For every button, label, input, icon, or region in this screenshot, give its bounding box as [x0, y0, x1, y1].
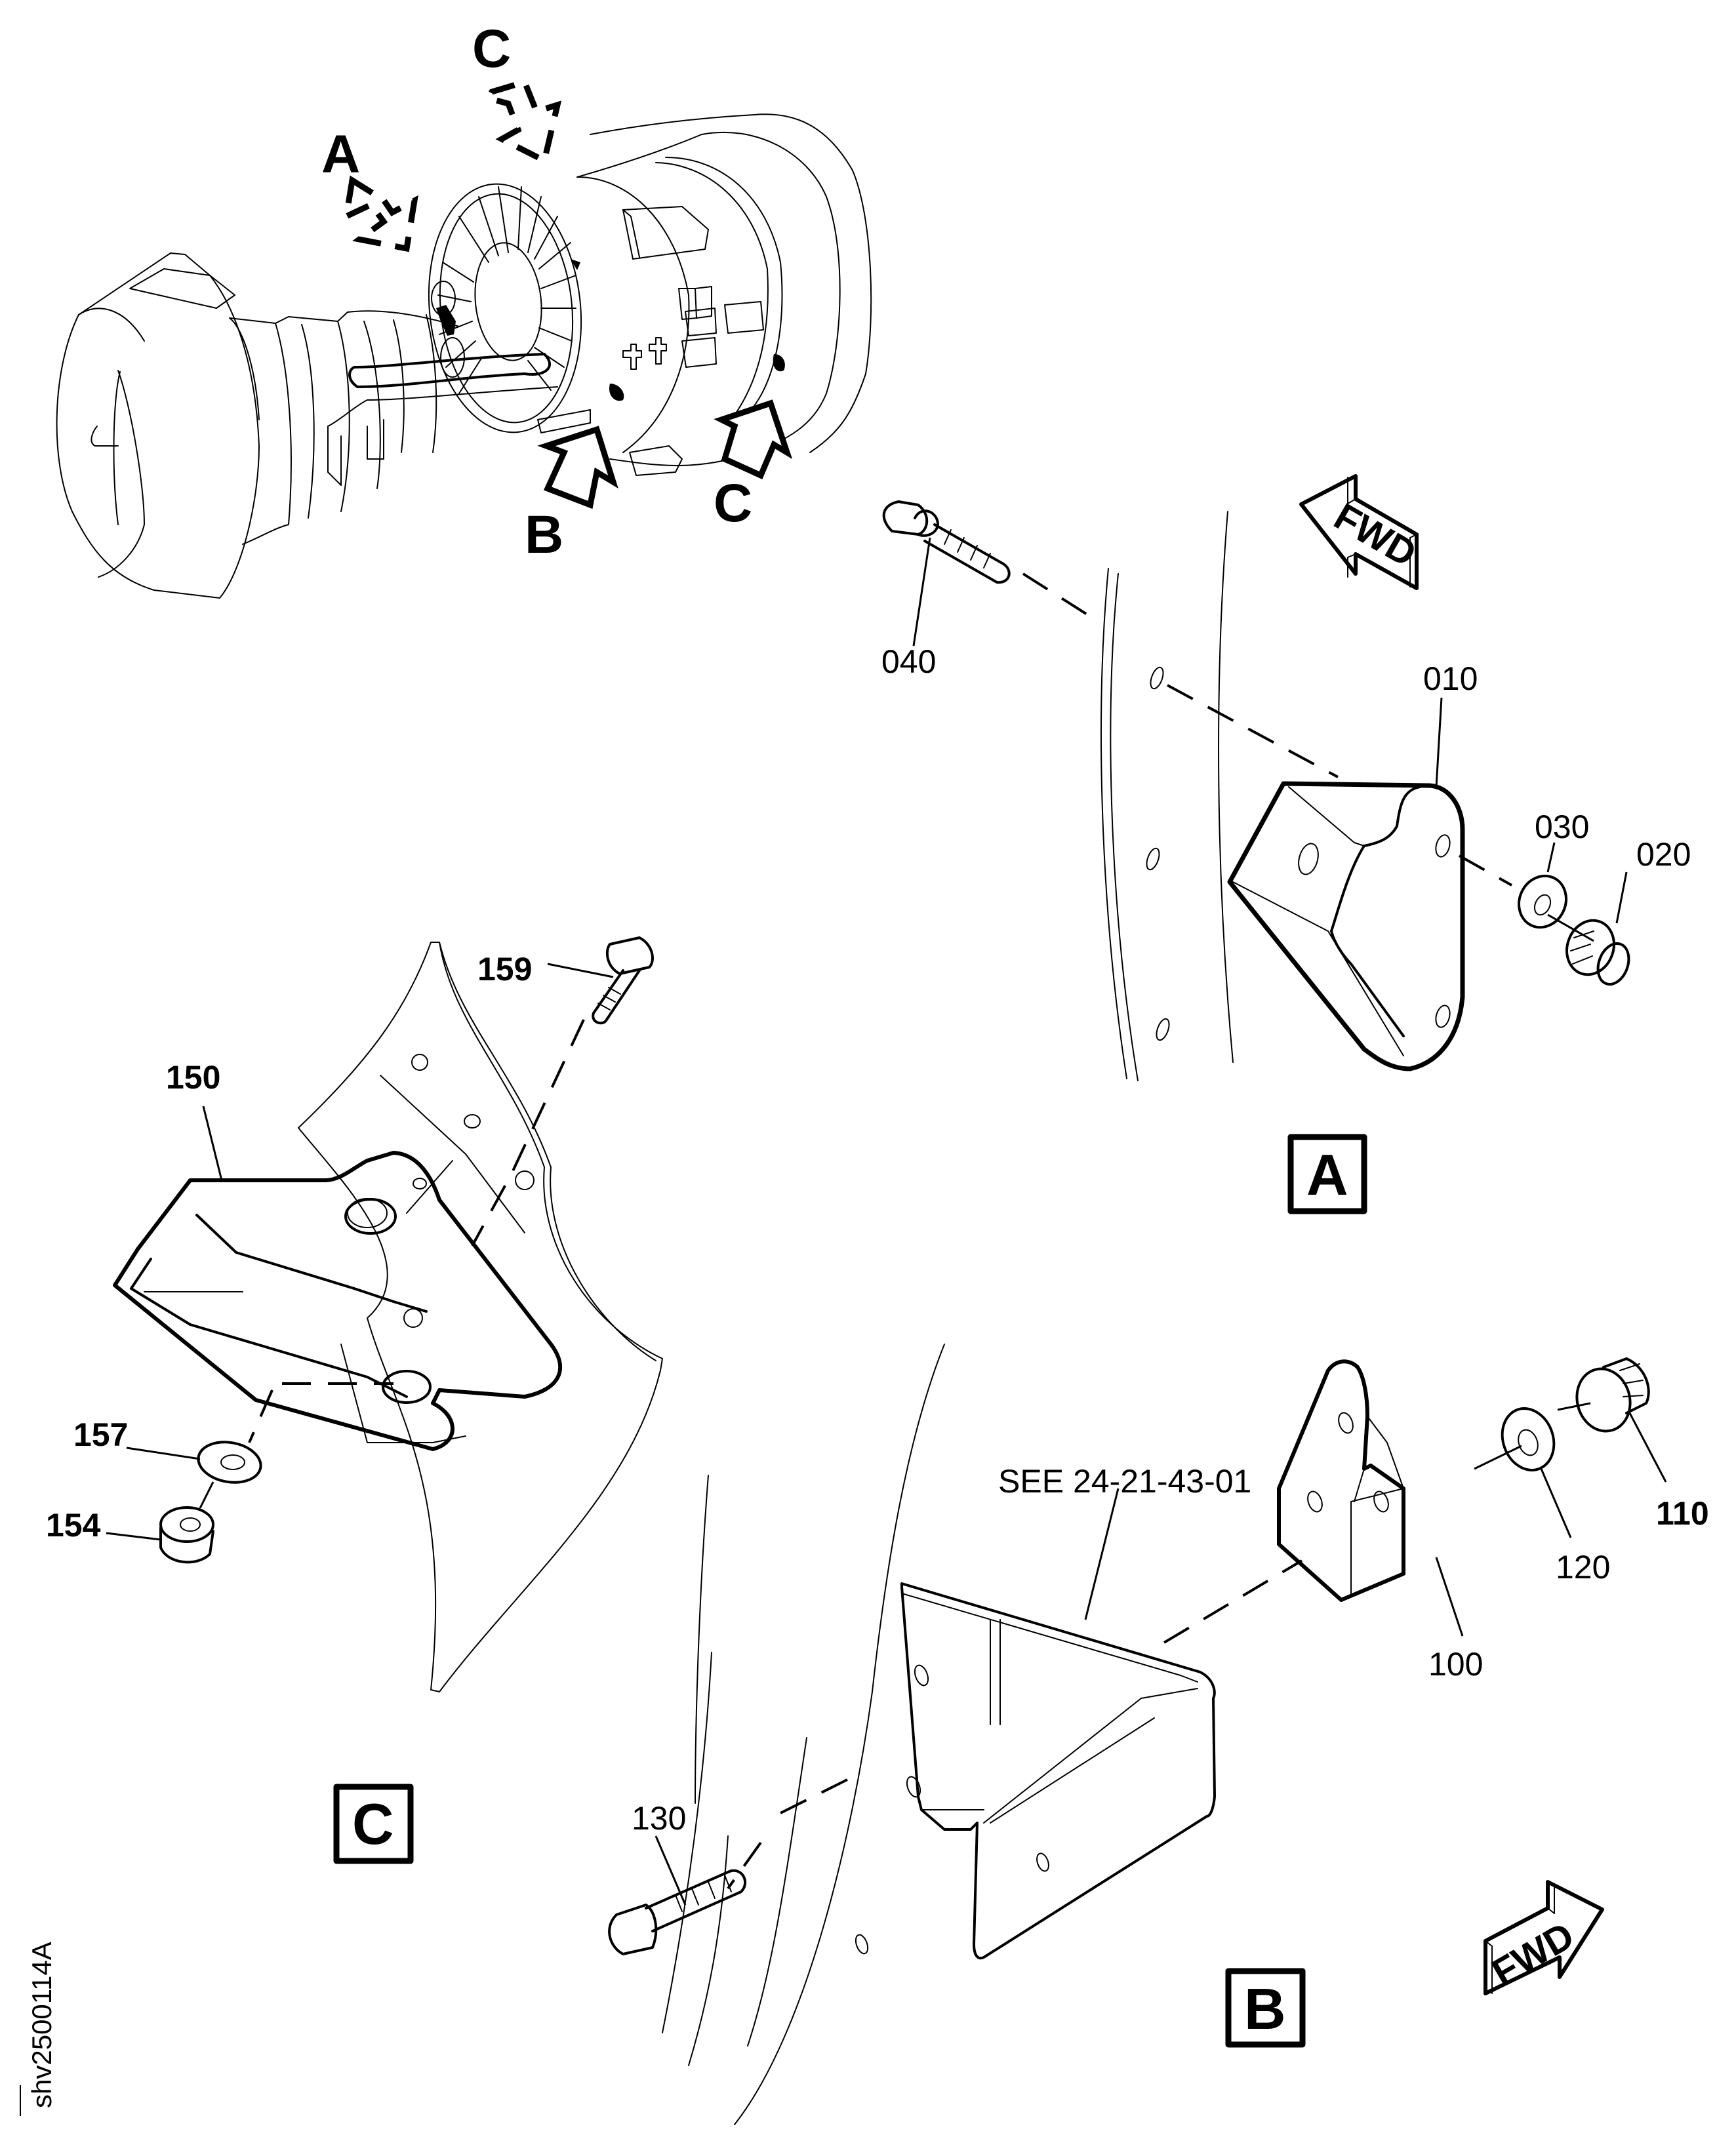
detail-letter-c: C [352, 1791, 394, 1856]
nut-154-icon [159, 1506, 214, 1564]
callout-159: 159 [477, 951, 532, 988]
bolt-040-icon [882, 500, 1011, 584]
fan-section [428, 113, 872, 476]
callout-157: 157 [73, 1416, 128, 1453]
frame-holes-b [855, 1934, 869, 1955]
bolt-159-icon [592, 936, 654, 1025]
detail-c: 159 150 157 154 C [46, 936, 663, 1864]
washer-120-icon [1501, 1407, 1556, 1471]
see-reference: SEE 24-21-43-01 [998, 1463, 1251, 1500]
bolt-130-icon [608, 1869, 746, 1955]
callout-130: 130 [632, 1800, 686, 1837]
callout-120: 120 [1556, 1549, 1610, 1586]
detail-box-c [333, 1784, 414, 1864]
washer-157-icon [197, 1441, 262, 1484]
detail-a: FWD 040 010 030 020 A [881, 474, 1691, 1214]
figure-id: shv2500114A [26, 1942, 57, 2108]
detail-b: SEE 24-21-43-01 130 100 120 110 FWD B [608, 1344, 1709, 2125]
callout-100: 100 [1428, 1646, 1483, 1683]
bracket-100-icon [1277, 1359, 1405, 1602]
callout-150: 150 [166, 1059, 220, 1096]
callout-154: 154 [46, 1507, 101, 1544]
callout-040: 040 [881, 643, 936, 680]
callout-020: 020 [1636, 836, 1691, 873]
view-letter-b: B [525, 505, 563, 565]
detail-box-a [1287, 1134, 1367, 1214]
engine-overview: A C B C [56, 19, 872, 599]
frame-holes [1146, 666, 1170, 1041]
view-arrow-c-bottom: C [714, 399, 793, 533]
callout-110: 110 [1656, 1495, 1709, 1532]
detail-box-b [1225, 1968, 1306, 2048]
view-arrow-c-top: C [472, 19, 562, 165]
view-arrow-b: B [525, 426, 618, 565]
detail-letter-a: A [1306, 1142, 1348, 1207]
callout-030: 030 [1535, 809, 1589, 845]
bracket-010-icon [1227, 781, 1465, 1071]
exhaust-nozzle [56, 252, 260, 599]
view-letter-c-bottom: C [714, 473, 752, 533]
fwd-arrow-b: FWD [1484, 1880, 1604, 1995]
engine-core [229, 281, 558, 545]
washer-030-icon [1518, 874, 1567, 929]
nut-020-icon [1565, 919, 1630, 986]
fan-blades [437, 186, 576, 394]
frame-bracket-icon [900, 1582, 1216, 1960]
view-letter-a: A [321, 125, 360, 184]
bracket-150-icon [113, 1054, 563, 1451]
view-letter-c-top: C [472, 19, 511, 79]
detail-letter-b: B [1244, 1976, 1286, 2041]
nut-110-icon [1575, 1357, 1650, 1433]
view-arrow-a: A [321, 125, 418, 252]
fwd-arrow-a: FWD [1299, 474, 1423, 590]
callout-010: 010 [1423, 660, 1478, 697]
